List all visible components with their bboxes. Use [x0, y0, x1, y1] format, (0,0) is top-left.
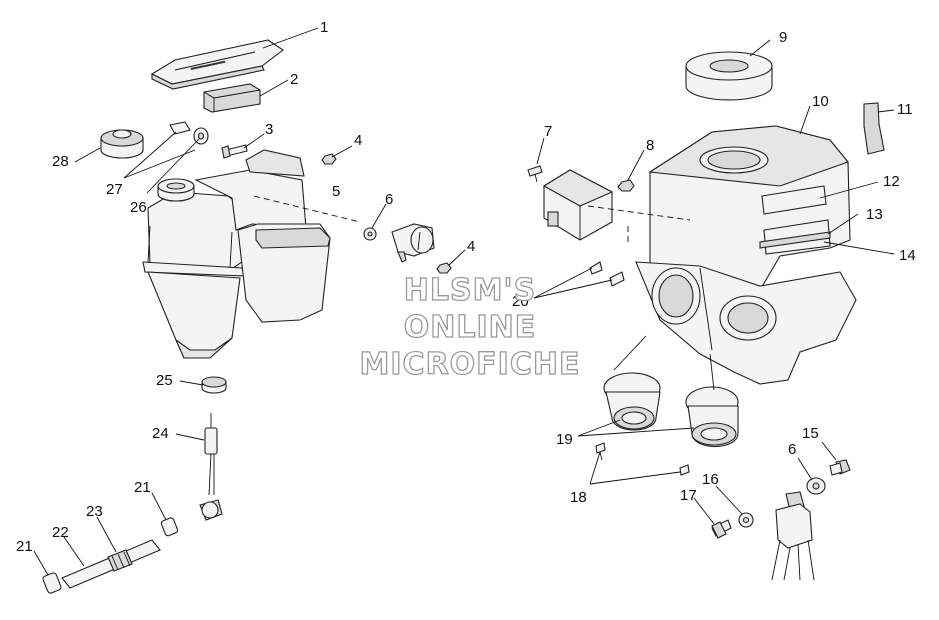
screw-part-4 — [595, 442, 606, 454]
leader-lines — [33, 27, 895, 576]
callout-20: 20 — [512, 293, 529, 310]
callout-24: 24 — [152, 425, 169, 442]
nut-part-2 — [436, 262, 452, 274]
callout-2: 2 — [290, 71, 298, 88]
boot-part-left — [603, 372, 661, 431]
callout-15: 15 — [802, 425, 819, 442]
pad-part — [203, 83, 261, 113]
callout-1: 1 — [320, 19, 328, 36]
watermark: HLSM'S ONLINE MICROFICHE — [359, 272, 581, 382]
callout-25: 25 — [156, 372, 173, 389]
screw-part — [527, 165, 543, 177]
callout-5: 5 — [332, 183, 340, 200]
callout-4-lower: 4 — [467, 238, 475, 255]
callout-26: 26 — [130, 199, 147, 216]
callout-21-lower: 21 — [16, 538, 33, 555]
pin-part — [169, 121, 191, 135]
callout-28: 28 — [52, 153, 69, 170]
airbox-body — [635, 125, 857, 385]
callout-21-upper: 21 — [134, 479, 151, 496]
switch-part — [391, 223, 435, 263]
decal-12 — [761, 185, 827, 215]
callout-6-left: 6 — [385, 191, 393, 208]
callout-4: 4 — [354, 132, 362, 149]
callout-18: 18 — [570, 489, 587, 506]
callout-23: 23 — [86, 503, 103, 520]
decal-14 — [759, 231, 831, 249]
watermark-line-1: HLSM'S — [404, 273, 536, 308]
callout-13: 13 — [866, 206, 883, 223]
airbox-assembly — [527, 51, 885, 581]
callout-6-right: 6 — [788, 441, 796, 458]
hose-assembly — [42, 517, 179, 594]
callout-17: 17 — [680, 487, 697, 504]
screw-part-5 — [679, 464, 690, 476]
callout-10: 10 — [812, 93, 829, 110]
bracket-legs — [771, 491, 815, 581]
watermark-line-2: ONLINE — [404, 310, 537, 345]
pickup-filter-part — [199, 413, 223, 521]
watermark-line-3: MICROFICHE — [360, 347, 581, 382]
nut-part-3 — [617, 179, 635, 192]
oil-tank-assembly: ▬▬▬▬▬ — [42, 39, 452, 594]
callout-22: 22 — [52, 524, 69, 541]
screw-part-3 — [609, 271, 625, 287]
callout-27: 27 — [106, 181, 123, 198]
callout-8: 8 — [646, 137, 654, 154]
callout-19: 19 — [556, 431, 573, 448]
cdi-box-part — [542, 169, 614, 241]
callout-11: 11 — [897, 101, 913, 118]
battery-cover-part: ▬▬▬▬▬ — [150, 39, 284, 90]
cap-part — [100, 129, 144, 159]
oil-tank-body — [142, 149, 331, 359]
screw-part-2 — [589, 261, 603, 275]
callout-14: 14 — [899, 247, 916, 264]
grommet-part — [201, 376, 227, 394]
callout-3: 3 — [265, 121, 273, 138]
callout-labels: 1 2 3 4 5 6 4 28 27 26 25 24 21 23 22 21… — [16, 19, 916, 555]
callout-12: 12 — [883, 173, 900, 190]
boot-part-right — [685, 386, 739, 448]
callout-9: 9 — [779, 29, 787, 46]
callout-7: 7 — [544, 123, 552, 140]
foam-ring-part — [685, 51, 773, 101]
callout-16: 16 — [702, 471, 719, 488]
clip-part — [863, 102, 885, 155]
